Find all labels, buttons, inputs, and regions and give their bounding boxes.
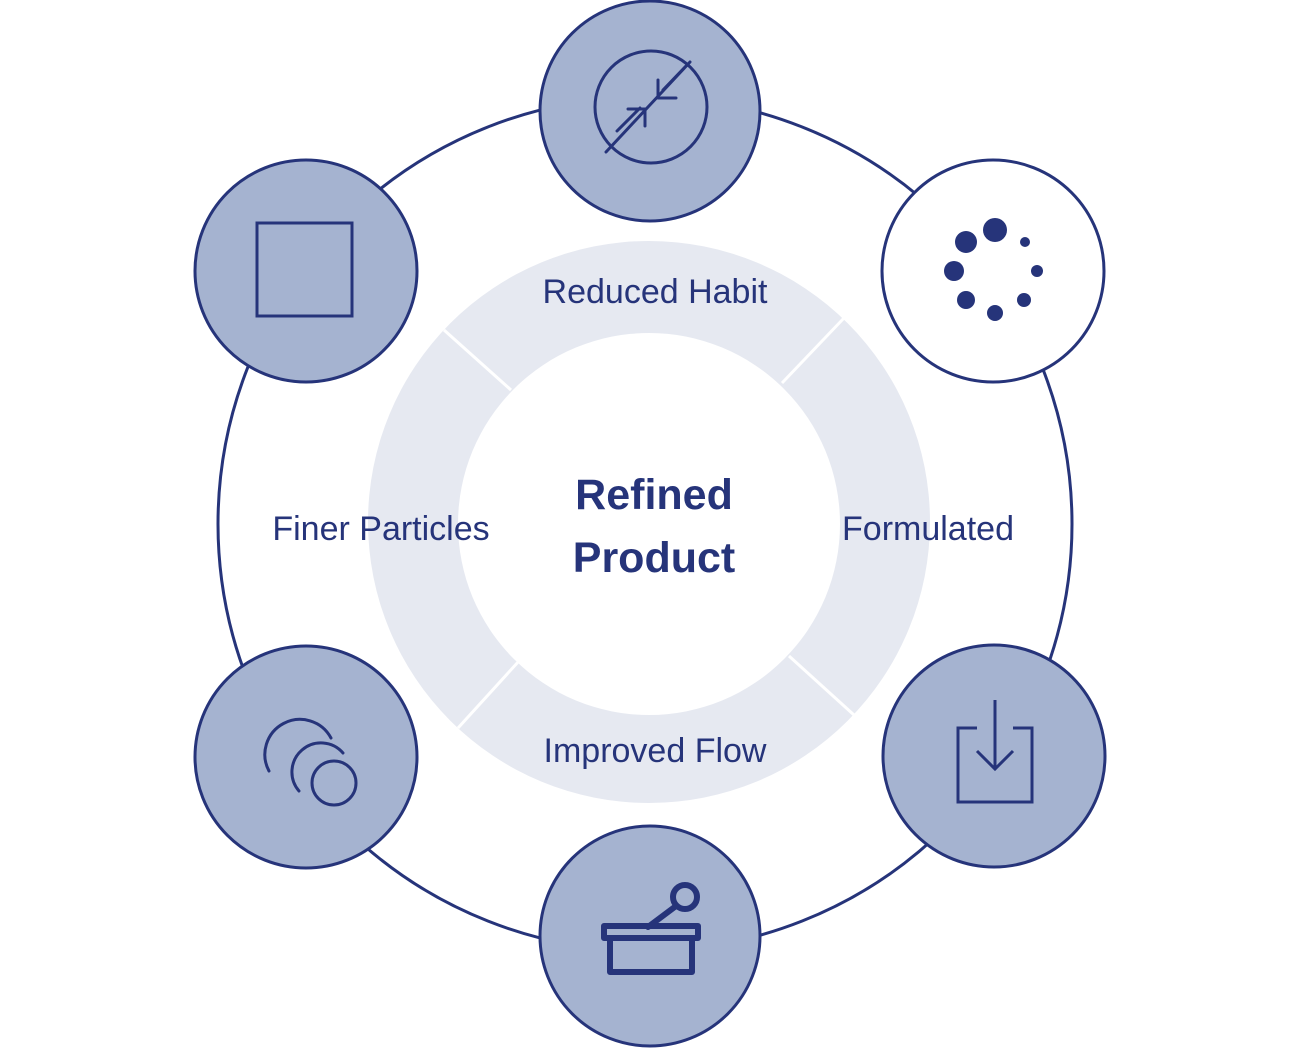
band-separators	[442, 316, 856, 730]
node-top	[538, 0, 762, 223]
overlapping-circles-icon	[263, 717, 358, 807]
center-title-line-2: Product	[573, 534, 735, 582]
node-bottom	[538, 824, 762, 1048]
square-icon	[255, 221, 354, 318]
inner-band	[368, 241, 930, 803]
segment-label-formulated: Formulated	[842, 510, 1014, 548]
node-bottom-right	[881, 643, 1107, 869]
center-title-line-1: Refined	[575, 471, 733, 519]
node-bottom-left	[193, 644, 419, 870]
download-tray-icon	[956, 700, 1034, 804]
node-top-left	[193, 158, 419, 384]
node-top-right	[880, 158, 1106, 384]
segment-label-improved-flow: Improved Flow	[544, 732, 767, 770]
segment-label-finer-particles: Finer Particles	[272, 510, 489, 548]
mortar-pestle-icon	[601, 882, 701, 975]
compress-arrows-icon	[593, 49, 709, 165]
segment-label-reduced-habit: Reduced Habit	[543, 273, 768, 311]
loading-dots-icon	[944, 218, 1043, 321]
